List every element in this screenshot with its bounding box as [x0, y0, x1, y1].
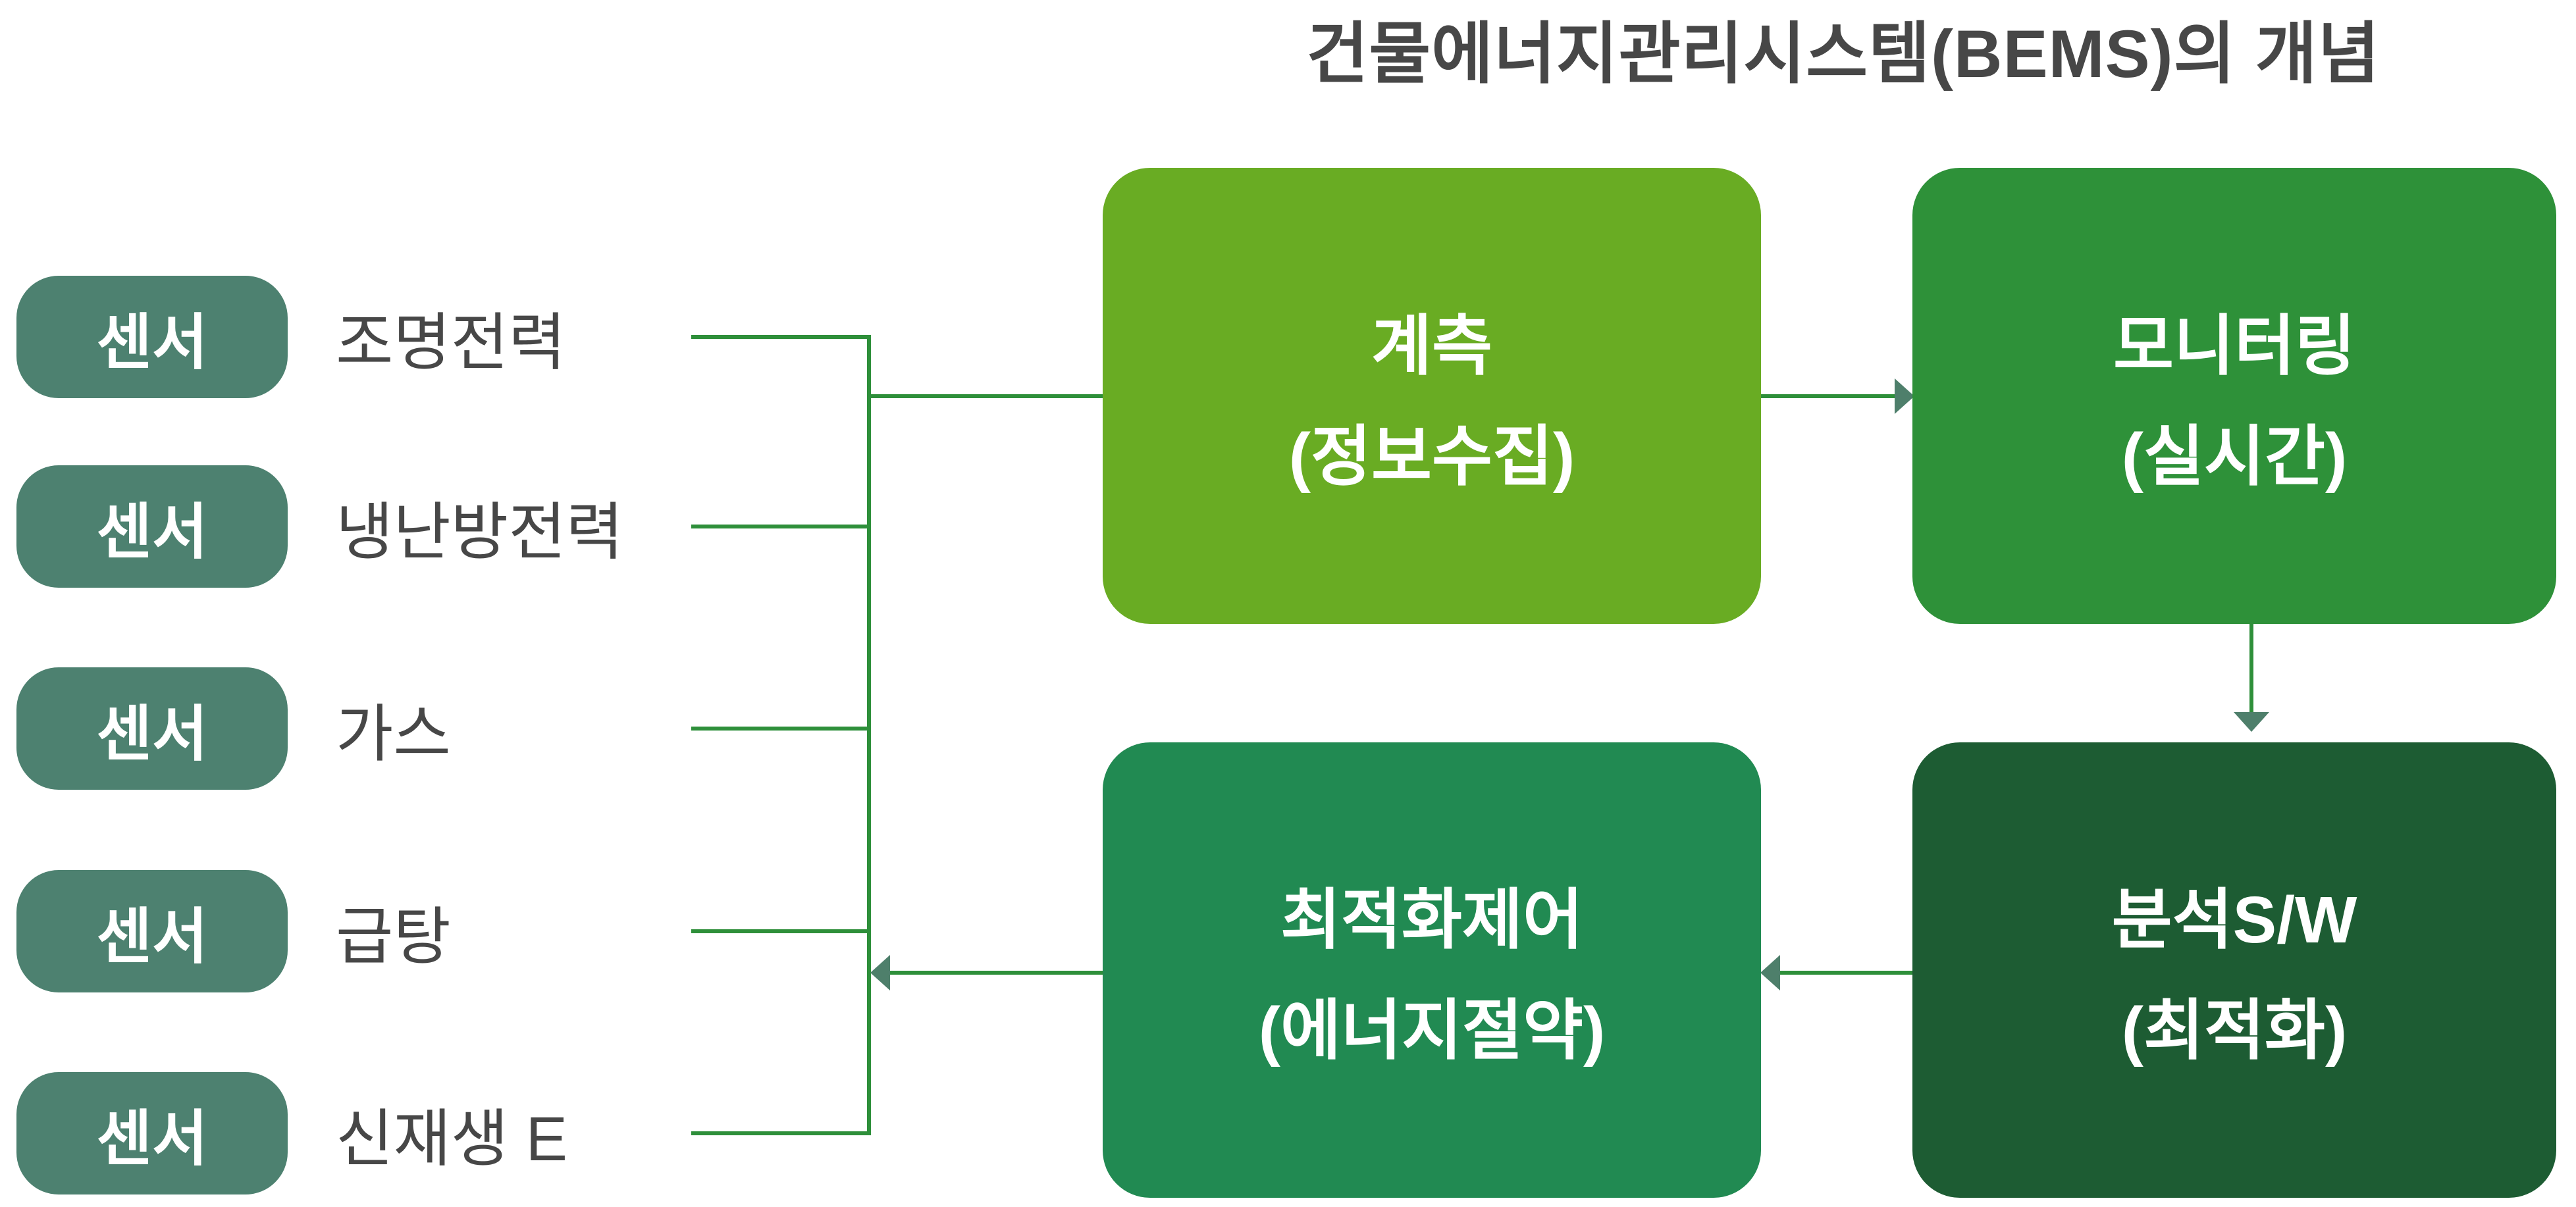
sensor-badge: 센서 — [16, 667, 288, 790]
sensor-badge: 센서 — [16, 1072, 288, 1194]
sensor-badge-label: 센서 — [96, 903, 208, 971]
sensor-badge-label: 센서 — [96, 309, 208, 376]
sensor-row-hvac: 센서 냉난방전력 — [0, 465, 1119, 588]
sensor-label-gas: 가스 — [336, 699, 451, 769]
sensor-badge: 센서 — [16, 870, 288, 992]
box-monitoring-title: 모니터링 — [2113, 309, 2355, 383]
sensor-label-hot-water: 급탕 — [336, 902, 451, 972]
measurement-to-monitoring-line — [1760, 394, 1896, 398]
arrowhead-down-icon — [2234, 712, 2269, 732]
box-optimization-control: 최적화제어 (에너지절약) — [1103, 742, 1761, 1198]
box-optimization-control-title: 최적화제어 — [1280, 883, 1583, 957]
sensor-row-lighting: 센서 조명전력 — [0, 276, 1119, 398]
sensor-row-hot-water: 센서 급탕 — [0, 870, 1119, 992]
sensor-bus-line — [867, 335, 871, 1135]
sensor-connector-line — [691, 1131, 871, 1135]
sensor-connector-line — [691, 929, 871, 933]
analysis-to-control-line — [1779, 971, 1912, 975]
box-measurement-title: 계측 — [1371, 309, 1492, 383]
sensor-label-hvac: 냉난방전력 — [336, 497, 624, 567]
sensor-connector-line — [691, 525, 871, 528]
sensor-row-gas: 센서 가스 — [0, 667, 1119, 790]
sensor-connector-line — [691, 335, 871, 339]
sensor-badge-label: 센서 — [96, 1105, 208, 1173]
box-measurement: 계측 (정보수집) — [1103, 168, 1761, 624]
arrowhead-left-icon — [1760, 955, 1780, 990]
box-monitoring: 모니터링 (실시간) — [1912, 168, 2556, 624]
sensor-badge-label: 센서 — [96, 700, 208, 768]
sensor-row-renewable: 센서 신재생 E — [0, 1072, 1119, 1194]
sensor-badge: 센서 — [16, 465, 288, 588]
control-to-bus-line — [889, 971, 1103, 975]
box-analysis-sw: 분석S/W (최적화) — [1912, 742, 2556, 1198]
box-analysis-sw-title: 분석S/W — [2111, 883, 2357, 957]
box-monitoring-subtitle: (실시간) — [2121, 419, 2348, 494]
monitoring-to-analysis-line — [2249, 624, 2253, 713]
sensor-badge-label: 센서 — [96, 498, 208, 566]
sensor-badge: 센서 — [16, 276, 288, 398]
sensor-label-lighting: 조명전력 — [336, 307, 566, 378]
arrowhead-left-icon — [870, 955, 890, 990]
box-measurement-subtitle: (정보수집) — [1288, 419, 1575, 494]
arrowhead-right-icon — [1895, 378, 1914, 414]
box-optimization-control-subtitle: (에너지절약) — [1258, 994, 1606, 1067]
diagram-title: 건물에너지관리시스템(BEMS)의 개념 — [1306, 16, 2380, 91]
sensor-connector-line — [691, 727, 871, 731]
box-analysis-sw-subtitle: (최적화) — [2121, 994, 2348, 1067]
sensor-label-renewable: 신재생 E — [336, 1104, 567, 1174]
